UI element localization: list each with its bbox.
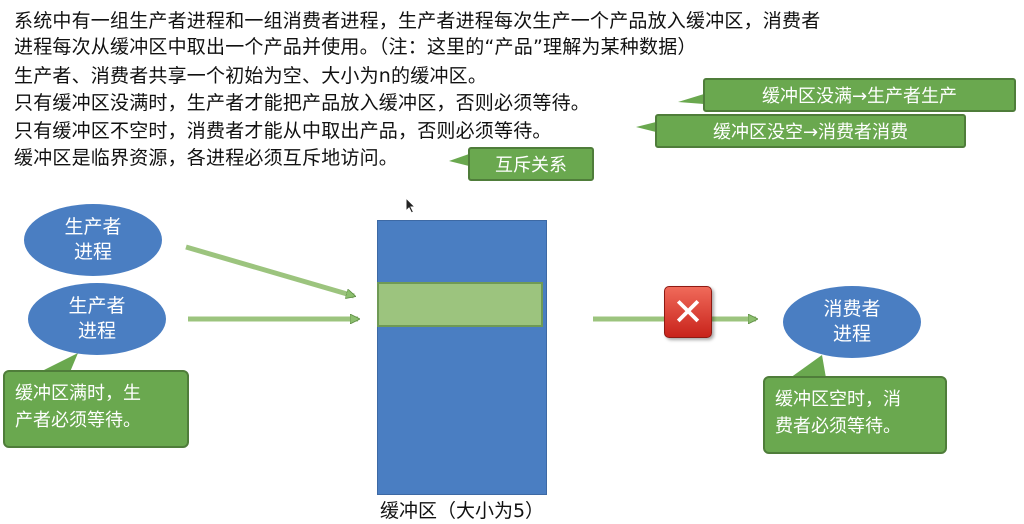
text-line-1: 系统中有一组生产者进程和一组消费者进程，生产者进程每次生产一个产品放入缓冲区，消…: [14, 10, 821, 32]
text-line-4: 只有缓冲区没满时，生产者才能把产品放入缓冲区，否则必须等待。: [14, 92, 591, 114]
callout-not-empty: 缓冲区没空→消费者消费: [655, 114, 966, 148]
text-line-2: 进程每次从缓冲区中取出一个产品并使用。（注：这里的“产品”理解为某种数据）: [14, 36, 697, 58]
text-line-6: 缓冲区是临界资源，各进程必须互斥地访问。: [14, 147, 399, 169]
buffer: [377, 220, 547, 495]
callout-tail-not-empty: [636, 122, 656, 132]
text-line-5: 只有缓冲区不空时，消费者才能从中取出产品，否则必须等待。: [14, 120, 552, 142]
producer-wait-note: 缓冲区满时，生 产者必须等待。: [3, 370, 189, 448]
producer-process-1: 生产者 进程: [24, 204, 162, 276]
consumer-process: 消费者 进程: [783, 286, 921, 358]
consumer-wait-note: 缓冲区空时，消 费者必须等待。: [763, 376, 947, 454]
mouse-cursor-icon: [405, 197, 417, 214]
text-line-3: 生产者、消费者共享一个初始为空、大小为n的缓冲区。: [14, 65, 488, 87]
callout-not-full: 缓冲区没满→生产者生产: [703, 78, 1016, 112]
producer-note-tail: [40, 353, 78, 372]
callout-tail-not-full: [678, 94, 704, 104]
callout-tail-mutex: [449, 154, 469, 166]
buffer-label: 缓冲区（大小为5）: [379, 500, 545, 522]
consumer-note-tail: [790, 355, 826, 378]
buffer-slot-filled: [377, 282, 543, 327]
close-icon: ✕: [664, 286, 712, 338]
callout-mutex: 互斥关系: [468, 147, 594, 181]
arrow-producer1-to-buffer: [185, 244, 354, 296]
producer-process-2: 生产者 进程: [28, 283, 166, 355]
